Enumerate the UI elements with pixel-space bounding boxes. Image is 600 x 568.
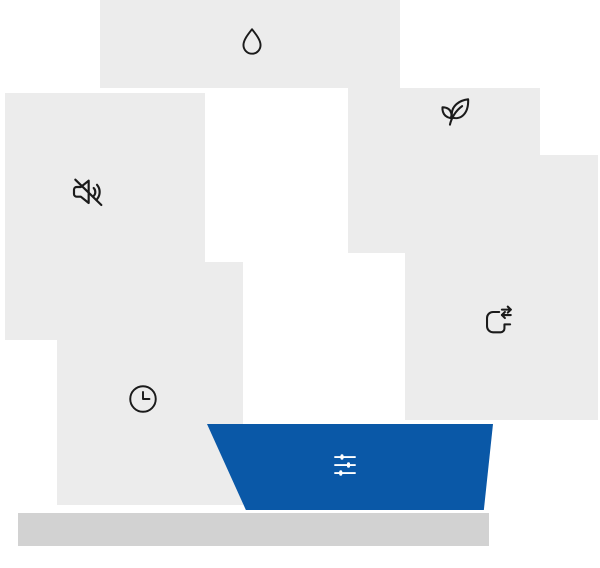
- sliders-icon: [334, 454, 356, 476]
- tile-water: [100, 0, 400, 88]
- speaker-mute-icon: [72, 178, 103, 207]
- settings-trapezoid-button[interactable]: [207, 424, 493, 510]
- bottom-bar: [18, 513, 489, 546]
- tile-water-inlet: [405, 155, 598, 420]
- clock-icon: [129, 385, 157, 413]
- tile-time: [57, 262, 243, 505]
- eco-leaf-icon: [441, 98, 470, 126]
- water-drop-icon: [242, 28, 262, 55]
- faucet-swap-icon: [485, 305, 512, 334]
